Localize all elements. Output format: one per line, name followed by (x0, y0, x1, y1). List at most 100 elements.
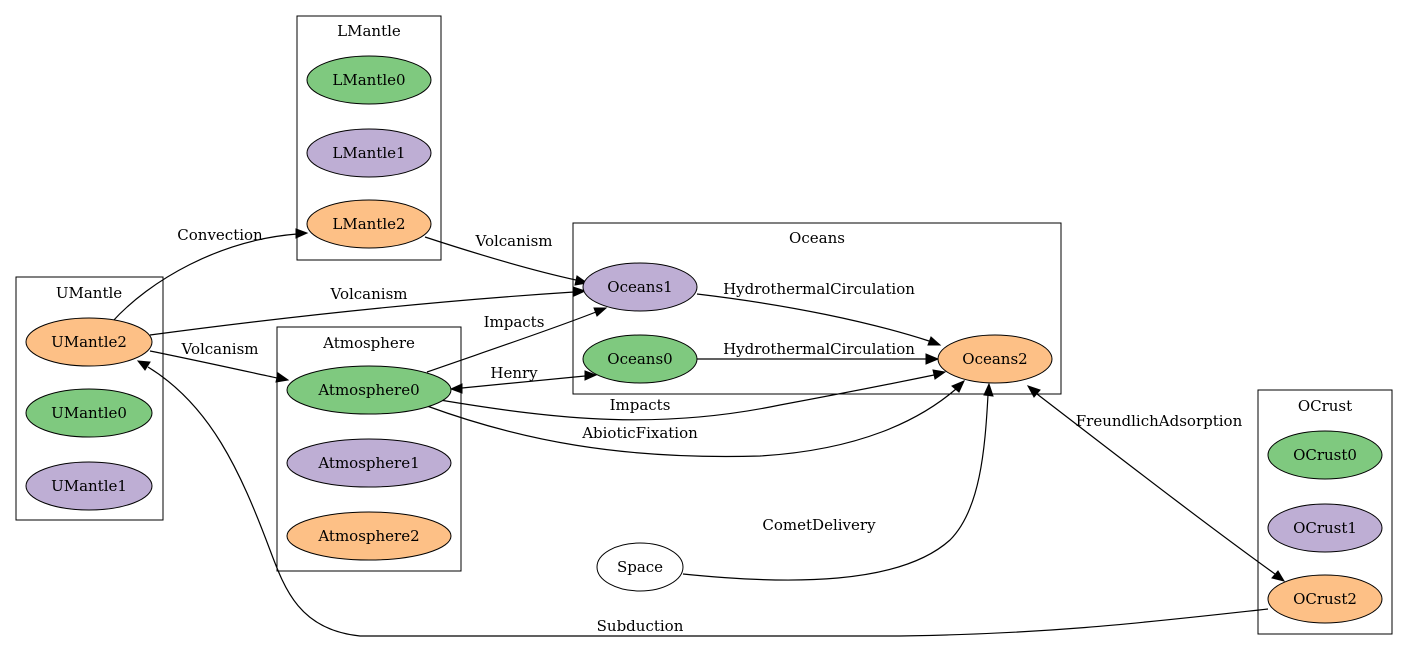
edge-comet-delivery-arrowhead (983, 382, 994, 397)
edge-abiotic-fixation-line (426, 388, 957, 458)
cluster-umantle-box (15, 276, 164, 521)
node-lmantle2-label: LMantle2 (332, 215, 405, 233)
edge-impacts-atmosphere0-oceans1: Impacts (426, 307, 608, 373)
edge-henry-line (461, 375, 586, 389)
edge-abiotic-fixation: AbioticFixation (426, 380, 965, 458)
node-oceans2-label: Oceans2 (962, 350, 1027, 368)
node-ocrust2: OCrust2 (1267, 574, 1383, 624)
edge-volcanism-umantle2-atmosphere0-label: Volcanism (180, 340, 258, 358)
edge-freundlich-adsorption-arrowhead-start (1026, 385, 1041, 398)
cluster-oceans-label: Oceans (789, 229, 845, 247)
node-ocrust0-shape (1267, 430, 1383, 480)
edge-henry-arrowhead-start (449, 383, 463, 394)
node-ocrust2-shape (1267, 574, 1383, 624)
node-lmantle0-label: LMantle0 (332, 71, 405, 89)
cluster-oceans: Oceans (572, 222, 1062, 395)
edge-volcanism-lmantle2-oceans1-label: Volcanism (474, 232, 552, 250)
node-lmantle1-label: LMantle1 (332, 144, 405, 162)
cluster-lmantle: LMantle (296, 15, 442, 261)
node-atmosphere0: Atmosphere0 (286, 365, 452, 415)
node-oceans1-shape (582, 262, 698, 312)
node-space: Space (596, 542, 684, 592)
edge-volcanism-lmantle2-oceans1-line (424, 236, 577, 281)
edge-volcanism-umantle2-atmosphere0: Volcanism (149, 340, 290, 383)
node-atmosphere0-label: Atmosphere0 (317, 381, 419, 399)
edge-abiotic-fixation-label: AbioticFixation (581, 424, 698, 442)
cluster-ocrust: OCrust (1257, 389, 1393, 635)
cluster-ocrust-box (1257, 389, 1393, 635)
node-oceans0-label: Oceans0 (607, 350, 672, 368)
edge-subduction-label: Subduction (597, 617, 684, 635)
edge-impacts-atmosphere0-oceans2-arrowhead (932, 369, 947, 380)
node-atmosphere1-label: Atmosphere1 (317, 454, 419, 472)
node-ocrust0-label: OCrust0 (1293, 446, 1357, 464)
edge-freundlich-adsorption-line (1036, 393, 1276, 575)
node-space-shape (596, 542, 684, 592)
cluster-lmantle-label: LMantle (337, 22, 401, 40)
cluster-umantle-label: UMantle (56, 284, 122, 302)
node-lmantle2: LMantle2 (306, 199, 432, 249)
node-oceans2: Oceans2 (937, 334, 1053, 384)
edge-convection: Convection (111, 226, 309, 323)
edge-comet-delivery: CometDelivery (682, 382, 994, 581)
edge-impacts-atmosphere0-oceans1-label: Impacts (484, 313, 545, 331)
node-umantle0-shape (25, 388, 153, 438)
node-ocrust1-label: OCrust1 (1293, 519, 1357, 537)
edge-volcanism-umantle2-oceans1-line (149, 291, 575, 336)
cluster-atmosphere-box (276, 326, 462, 572)
edge-hydrothermal-oceans1-oceans2-label: HydrothermalCirculation (723, 280, 915, 298)
node-umantle2-shape (25, 317, 153, 367)
edge-volcanism-umantle2-atmosphere0-line (149, 350, 278, 379)
edge-impacts-atmosphere0-oceans2-label: Impacts (610, 396, 671, 414)
edge-convection-line (111, 233, 298, 323)
node-umantle2: UMantle2 (25, 317, 153, 367)
edge-hydrothermal-oceans1-oceans2: HydrothermalCirculation (696, 280, 942, 346)
node-atmosphere0-shape (286, 365, 452, 415)
node-oceans0: Oceans0 (582, 334, 698, 384)
edge-subduction-line (147, 366, 1269, 637)
node-oceans0-shape (582, 334, 698, 384)
edge-impacts-atmosphere0-oceans2-line (439, 374, 935, 421)
cluster-oceans-box (572, 222, 1062, 395)
edge-volcanism-lmantle2-oceans1: Volcanism (424, 232, 589, 286)
node-atmosphere1-shape (286, 438, 452, 488)
node-ocrust0: OCrust0 (1267, 430, 1383, 480)
edge-convection-label: Convection (177, 226, 263, 244)
node-umantle0: UMantle0 (25, 388, 153, 438)
edge-volcanism-umantle2-oceans1-arrowhead (572, 286, 587, 297)
cluster-lmantle-box (296, 15, 442, 261)
edge-hydrothermal-oceans1-oceans2-arrowhead (927, 336, 942, 346)
edge-impacts-atmosphere0-oceans1-line (426, 311, 597, 373)
edge-comet-delivery-line (682, 394, 989, 581)
node-lmantle2-shape (306, 199, 432, 249)
edge-impacts-atmosphere0-oceans1-arrowhead (593, 307, 608, 317)
cluster-atmosphere: Atmosphere (276, 326, 462, 572)
node-atmosphere2: Atmosphere2 (286, 511, 452, 561)
edge-henry: Henry (449, 364, 598, 394)
cluster-ocrust-label: OCrust (1298, 397, 1352, 415)
node-lmantle0: LMantle0 (306, 55, 432, 105)
node-umantle0-label: UMantle0 (51, 404, 127, 422)
node-umantle1-label: UMantle1 (51, 477, 127, 495)
edge-subduction-arrowhead (136, 360, 151, 371)
node-atmosphere2-label: Atmosphere2 (317, 527, 419, 545)
node-atmosphere1: Atmosphere1 (286, 438, 452, 488)
edge-volcanism-umantle2-oceans1-label: Volcanism (329, 285, 407, 303)
edge-hydrothermal-oceans0-oceans2: HydrothermalCirculation (697, 340, 940, 365)
edge-comet-delivery-label: CometDelivery (762, 516, 876, 534)
node-lmantle0-shape (306, 55, 432, 105)
node-ocrust1: OCrust1 (1267, 503, 1383, 553)
edge-abiotic-fixation-arrowhead (951, 380, 965, 393)
cluster-umantle: UMantle (15, 276, 164, 521)
node-ocrust2-label: OCrust2 (1293, 590, 1357, 608)
edge-hydrothermal-oceans0-oceans2-arrowhead (925, 353, 940, 365)
node-oceans2-shape (937, 334, 1053, 384)
node-ocrust1-shape (1267, 503, 1383, 553)
node-oceans1-label: Oceans1 (607, 278, 672, 296)
edge-freundlich-adsorption: FreundlichAdsorption (1026, 385, 1286, 582)
edge-freundlich-adsorption-arrowhead-end (1271, 570, 1286, 582)
node-umantle1: UMantle1 (25, 461, 153, 511)
node-atmosphere2-shape (286, 511, 452, 561)
edge-henry-label: Henry (490, 364, 538, 382)
